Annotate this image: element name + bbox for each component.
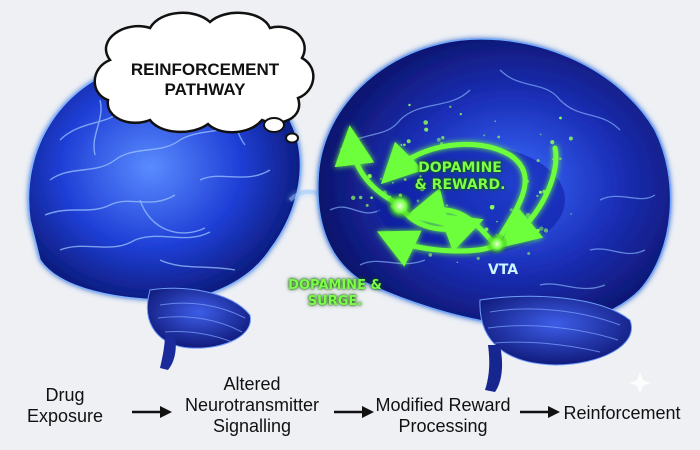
sparkle-icon (629, 372, 651, 394)
flow-arrow-1 (132, 406, 172, 418)
neuron-dot (424, 127, 429, 132)
label-vta: VTA (488, 262, 519, 278)
neuron-dot (527, 252, 531, 255)
pathway-node-vta (486, 233, 508, 255)
neuron-dot (425, 216, 428, 219)
neuron-dot (559, 116, 562, 120)
neuron-dot (416, 199, 420, 203)
neuron-dot (359, 195, 363, 200)
neuron-dot (351, 195, 356, 200)
neuron-dot (441, 136, 445, 140)
thought-bubble (93, 11, 315, 144)
flow-step-reinforcement: Reinforcement (563, 403, 681, 423)
flow-arrow-3 (520, 406, 560, 418)
neuron-dot (392, 182, 394, 184)
neuron-dot (456, 261, 459, 264)
neuron-dot (536, 228, 540, 233)
neuron-dot (423, 120, 429, 125)
neuron-dot (539, 226, 544, 231)
neuron-dot (454, 239, 456, 242)
neuron-dot (494, 120, 497, 123)
label-dopamine-surge: DOPAMINE & SURGE. (288, 278, 382, 309)
right-brain (317, 38, 672, 392)
neuron-dot (367, 174, 372, 179)
pathway-node-nucleus (386, 192, 414, 220)
neuron-dot (496, 220, 498, 223)
neuron-dot (483, 134, 486, 137)
neuron-dot (360, 154, 365, 159)
neuron-dot (446, 204, 448, 207)
label-dopamine-reward: DOPAMINE & REWARD. (414, 160, 506, 193)
neuron-dot (406, 139, 411, 144)
neuron-dot (459, 112, 462, 116)
neuron-dot (400, 144, 403, 146)
flow-arrow-2 (334, 406, 374, 418)
neuron-dot (391, 163, 394, 166)
bubble-title: REINFORCEMENT PATHWAY (130, 60, 280, 99)
neuron-dot (543, 228, 549, 233)
neuron-dot (539, 133, 542, 136)
neuron-dot (436, 137, 441, 142)
neuron-dot (370, 196, 373, 199)
neuron-dot (365, 203, 369, 207)
neuron-dot (379, 177, 382, 180)
reward-pathway-arrows (334, 125, 559, 267)
neuron-dot (387, 172, 393, 177)
flow-step-drug-exposure: Drug Exposure (26, 385, 104, 426)
neuron-dot (552, 158, 554, 161)
neuron-dot (403, 143, 406, 147)
flow-step-modified-reward: Modified Reward Processing (375, 395, 511, 436)
neuron-dot (428, 253, 433, 257)
neuron-dot (408, 103, 411, 107)
neuron-dot (449, 105, 452, 109)
neuron-dot (570, 213, 572, 215)
neuron-dot (507, 238, 511, 241)
neuron-dot (559, 157, 562, 161)
neuron-dot (509, 208, 513, 212)
neuron-dot (484, 227, 489, 232)
neuron-dot (536, 194, 539, 198)
neuron-dot (492, 205, 495, 207)
neuron-dot (536, 159, 540, 163)
neuron-dot (497, 135, 501, 139)
neuron-dot (538, 190, 542, 194)
neuron-dot (424, 162, 427, 165)
neuron-dot (462, 219, 467, 224)
neuron-dot (568, 136, 573, 141)
neuron-dot (476, 256, 480, 260)
neuron-dot (550, 140, 555, 145)
flow-step-altered-signalling: Altered Neurotransmitter Signalling (184, 374, 320, 436)
